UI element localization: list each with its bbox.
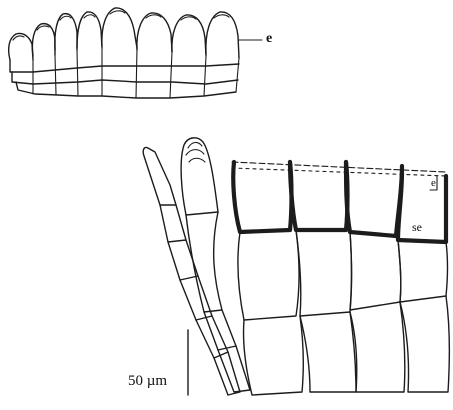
- subepidermal-cell: [238, 230, 299, 320]
- upper-papilla: [32, 24, 55, 56]
- cuticle-band: [232, 168, 446, 176]
- papilla-hatching: [186, 142, 205, 162]
- papilla-base: [186, 212, 218, 215]
- marginal-cell: [168, 240, 198, 280]
- upper-cell-row: [10, 60, 239, 72]
- marginal-cell: [160, 205, 186, 242]
- upper-papilla: [55, 14, 77, 50]
- lower-epidermis-label: e: [431, 178, 436, 189]
- upper-papilla-hatch: [214, 15, 229, 18]
- marginal-cell: [196, 316, 228, 358]
- scale-bar-label: 50 µm: [128, 374, 167, 389]
- second-column-cell: [186, 212, 222, 312]
- subepidermal-cell: [296, 230, 352, 316]
- subepidermis-label: se: [412, 221, 422, 233]
- subepidermal-cell: [398, 240, 448, 302]
- upper-tissue-section: [9, 8, 262, 98]
- upper-papilla: [206, 12, 239, 58]
- large-papilla-cell: [181, 138, 218, 215]
- upper-papilla: [77, 12, 102, 48]
- thick-epidermal-cell: [398, 172, 446, 242]
- inner-cell: [350, 302, 405, 392]
- inner-cell: [243, 316, 303, 395]
- inner-cell: [300, 312, 356, 392]
- marginal-cell: [180, 276, 212, 320]
- upper-papilla-hatch: [84, 15, 95, 18]
- second-column-cell: [204, 310, 236, 350]
- upper-epidermis-label: e: [266, 32, 272, 46]
- upper-papilla-hatch: [60, 16, 71, 20]
- upper-cell-row: [12, 72, 238, 84]
- lower-tissue-section: [143, 138, 449, 395]
- inner-cell: [400, 296, 449, 392]
- cuticle-band: [232, 162, 446, 172]
- upper-papilla-hatch: [181, 17, 196, 20]
- subepidermal-cell: [350, 232, 401, 310]
- upper-papilla: [9, 33, 33, 60]
- upper-cell-walls: [33, 48, 239, 98]
- upper-papilla-hatch: [13, 36, 24, 40]
- upper-papilla: [102, 8, 137, 48]
- thick-epidermal-cell: [233, 162, 291, 232]
- marginal-cell: [143, 147, 176, 205]
- upper-papilla-hatch: [146, 15, 161, 18]
- upper-papilla: [137, 13, 172, 52]
- upper-papilla: [172, 15, 206, 56]
- upper-papilla-hatch: [110, 11, 125, 14]
